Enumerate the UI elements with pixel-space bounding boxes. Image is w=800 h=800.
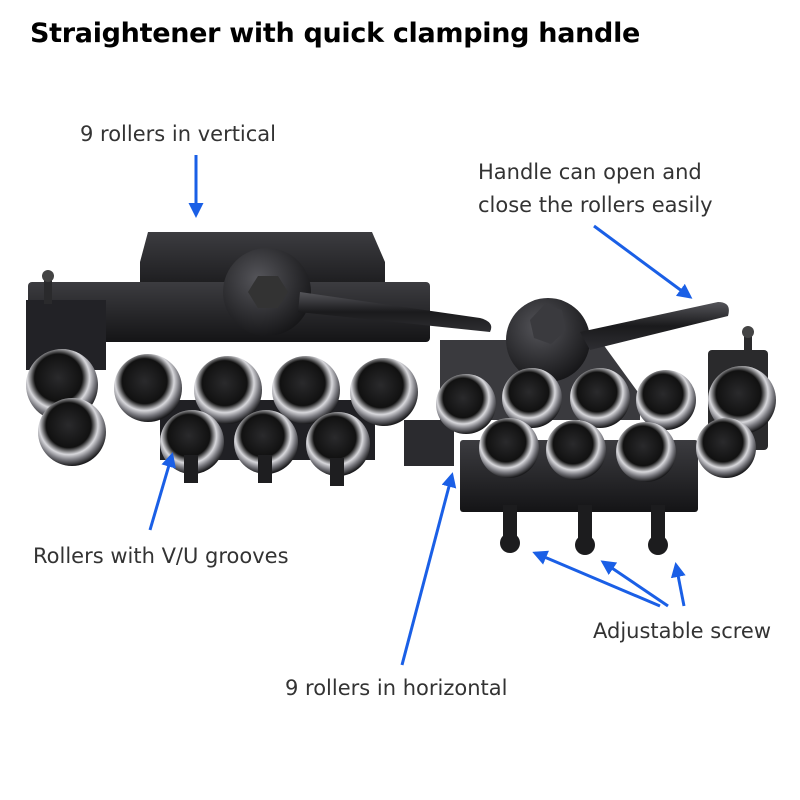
roller xyxy=(38,398,106,466)
roller xyxy=(114,354,182,422)
roller xyxy=(350,358,418,426)
arrow-screw-1 xyxy=(532,550,661,608)
arrow-grooves xyxy=(148,452,176,531)
roller xyxy=(272,356,340,424)
label-vertical-rollers: 9 rollers in vertical xyxy=(80,122,277,146)
roller xyxy=(546,420,606,480)
roller xyxy=(616,422,676,482)
label-handle-line2: close the rollers easily xyxy=(478,193,713,217)
arrow-horizontal xyxy=(400,472,457,666)
arrow-handle xyxy=(593,224,693,299)
arrow-screw-2 xyxy=(600,560,669,608)
roller xyxy=(160,410,224,474)
annotation-arrows xyxy=(148,155,693,666)
label-horizontal-rollers: 9 rollers in horizontal xyxy=(285,676,508,700)
arrow-screw-3 xyxy=(670,562,686,607)
roller xyxy=(479,418,539,478)
label-adjustable-screw: Adjustable screw xyxy=(593,619,772,643)
label-handle-line1: Handle can open and xyxy=(478,160,702,184)
vertical-rollers xyxy=(26,349,418,486)
roller xyxy=(570,368,630,428)
roller xyxy=(194,356,262,424)
roller xyxy=(436,374,496,434)
roller xyxy=(306,412,370,476)
roller xyxy=(234,410,298,474)
roller xyxy=(696,418,756,478)
roller xyxy=(636,370,696,430)
roller xyxy=(502,368,562,428)
label-roller-grooves: Rollers with V/U grooves xyxy=(33,544,289,568)
roller xyxy=(708,366,776,434)
horizontal-rollers xyxy=(436,366,776,482)
page-title: Straightener with quick clamping handle xyxy=(30,18,641,49)
